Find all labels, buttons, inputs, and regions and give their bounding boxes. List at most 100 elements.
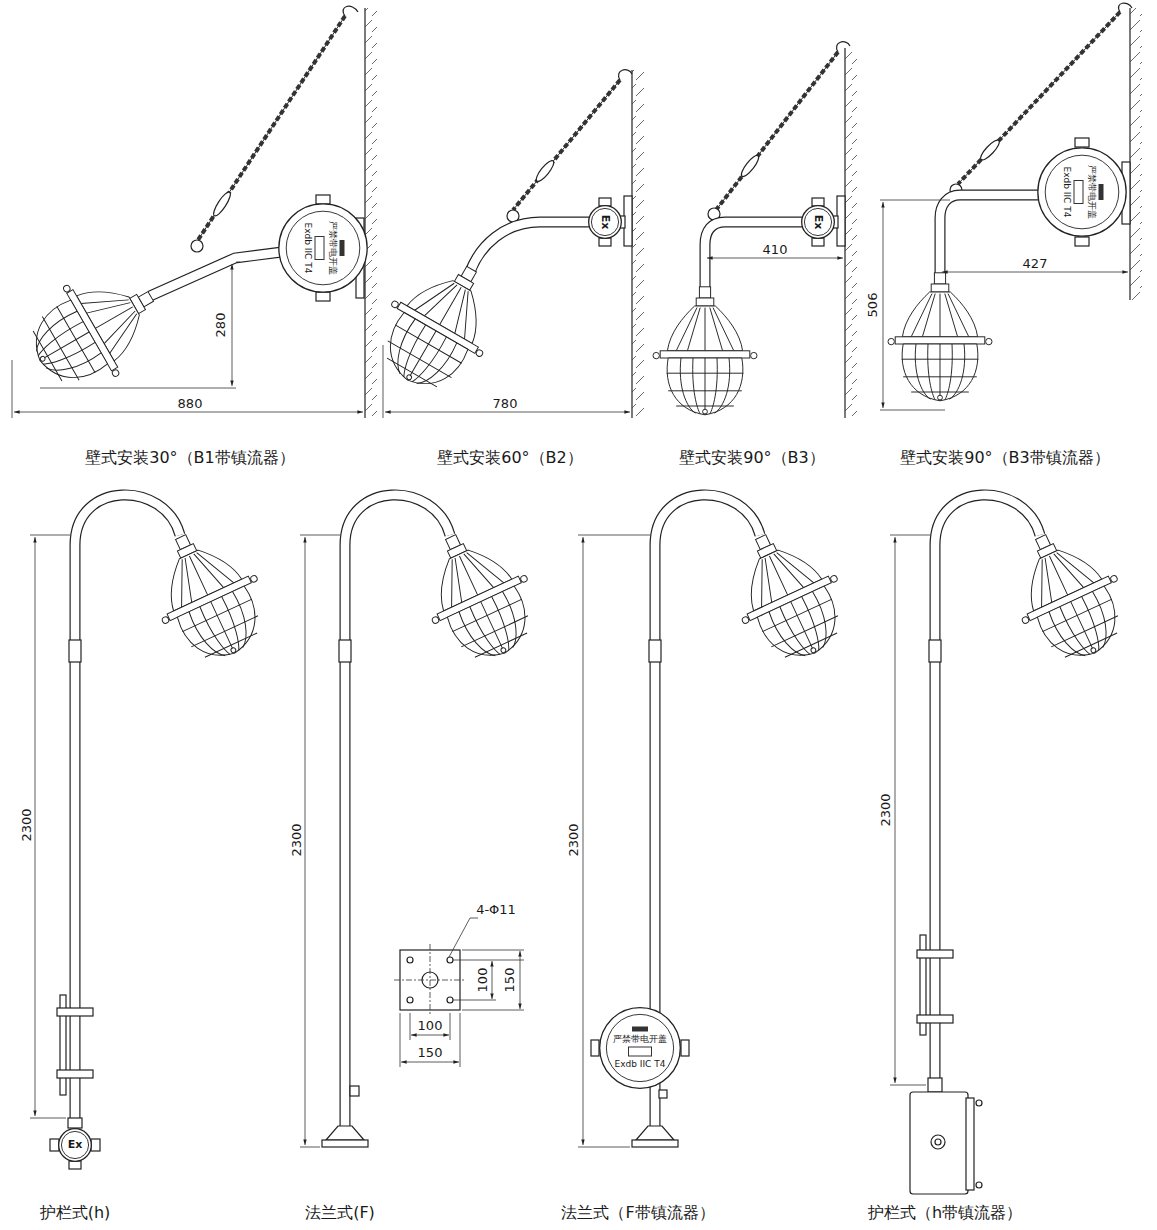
box-content: 严禁带电开盖Exdb IIC T4 <box>1061 165 1104 219</box>
flange-pole-lamp-part <box>345 495 450 1134</box>
flange-pole-lamp-part <box>300 535 340 1147</box>
dimension-label: 880 <box>177 396 204 411</box>
box-marking: Exdb IIC T4 <box>1061 167 1072 218</box>
ex-mark: Ex <box>68 1139 83 1151</box>
dimension-label: 100 <box>417 1018 444 1033</box>
flange-ballast-pole-lamp-part <box>583 537 584 1145</box>
guardrail-ballast-pole-lamp-part <box>917 950 953 958</box>
box-outline-part <box>1045 155 1119 229</box>
b3-ballast-wall-lamp-part <box>883 202 884 408</box>
ex-mark: Ex <box>812 215 824 230</box>
b1-wall-lamp-part <box>150 252 282 296</box>
flange-pole-lamp-part <box>350 1086 359 1096</box>
b3-ballast-wall-lamp-part <box>1075 237 1089 246</box>
b3-ballast-wall-lamp <box>880 3 1142 410</box>
dimension-label: 280 <box>213 312 228 339</box>
b1-wall-lamp-part <box>316 195 330 204</box>
b1-wall-lamp-part <box>316 292 330 301</box>
b2-wall-lamp-part <box>599 238 611 246</box>
flange-pole-lamp-part <box>339 640 351 662</box>
b3-wall-lamp-part <box>705 222 803 290</box>
flange-ballast-pole-lamp-part <box>632 1140 678 1147</box>
guardrail-ballast-pole-lamp-part <box>928 1078 942 1092</box>
b2-wall-lamp-part <box>385 412 630 413</box>
b3-wall-lamp-part <box>739 153 761 178</box>
guardrail-ballast-pole-lamp-part <box>935 495 1040 1080</box>
b3-ballast-wall-lamp-part <box>888 273 992 401</box>
dimension-label: 427 <box>1022 256 1049 271</box>
b2-wall-lamp-part <box>513 80 620 210</box>
flange-pole-lamp-part <box>401 1062 459 1063</box>
dimension-label: 780 <box>492 396 519 411</box>
box-content: Ex <box>812 215 824 230</box>
flange-ballast-pole-lamp-part <box>649 640 661 662</box>
maker-logo <box>632 1027 648 1032</box>
b1-wall-lamp-part <box>12 262 240 418</box>
caption-label: 壁式安装90°（B3） <box>679 448 825 468</box>
guardrail-pole-lamp-part <box>57 1070 93 1078</box>
box-outline-part <box>286 211 360 285</box>
junction-box: 严禁带电开盖Exdb IIC T4 <box>598 1006 682 1090</box>
guardrail-pole-lamp-part <box>35 537 36 1116</box>
flange-pole-lamp-part <box>345 495 450 1134</box>
b2-wall-lamp-part <box>513 80 620 210</box>
box-outline <box>598 1006 682 1090</box>
flange-pole-lamp-part <box>394 944 466 1016</box>
flange-pole-lamp-part <box>305 537 306 1145</box>
junction-box: 严禁带电开盖Exdb IIC T4 <box>1036 146 1128 238</box>
box-marking: Exdb IIC T4 <box>615 1059 666 1070</box>
dimension-label: 150 <box>502 967 517 994</box>
box-outline-part <box>802 206 835 239</box>
caption-label: 护栏式(h) <box>40 1203 111 1223</box>
flange-pole-lamp-part <box>326 1126 364 1140</box>
b1-wall-lamp <box>12 6 377 418</box>
dimension-label: 100 <box>475 967 490 994</box>
guardrail-ballast-pole-lamp-part <box>976 1100 982 1106</box>
guardrail-ballast-pole-lamp-part <box>935 495 1040 1080</box>
box-outline-part <box>279 204 367 292</box>
guardrail-pole-lamp-part <box>75 495 180 1128</box>
guardrail-pole-lamp-part <box>91 1139 100 1151</box>
box-outline-part <box>591 208 618 235</box>
box-outline-part <box>61 1131 88 1158</box>
b3-wall-lamp-part <box>812 238 824 246</box>
dimension-label: 2300 <box>19 807 34 842</box>
flange-pole-lamp-part <box>400 1013 460 1067</box>
b2-wall-lamp-part <box>632 70 644 418</box>
caption-label: 法兰式（F带镇流器） <box>561 1203 714 1223</box>
dimension-label: 150 <box>417 1045 444 1060</box>
b3-ballast-wall-lamp-part <box>1119 3 1132 12</box>
flange-ballast-pole-lamp-part <box>659 1090 667 1098</box>
maker-logo <box>1099 184 1104 200</box>
flange-pole-lamp-part <box>449 918 478 957</box>
dimension-label: 410 <box>762 242 789 257</box>
b3-wall-lamp-part <box>845 48 857 418</box>
b3-wall-lamp-part <box>705 222 803 290</box>
box-content: 严禁带电开盖Exdb IIC T4 <box>302 221 345 275</box>
box-window <box>315 236 325 260</box>
ex-junction-box: Ex <box>58 1128 92 1162</box>
b3-wall-lamp-part <box>707 258 843 259</box>
guardrail-ballast-pole-lamp-part <box>994 515 1142 675</box>
flange-pole-lamp-part <box>411 1035 449 1036</box>
guardrail-pole-lamp-part <box>68 1118 82 1128</box>
flange-ballast-pole-lamp-part <box>636 1126 674 1140</box>
b3-ballast-wall-lamp-part <box>978 138 1002 162</box>
dimension-label: 2300 <box>878 792 893 827</box>
box-outline-part <box>1038 148 1126 236</box>
box-outline <box>277 202 369 294</box>
guardrail-pole-lamp-part <box>75 495 180 1128</box>
box-window <box>1074 180 1084 204</box>
caption-label: 壁式安装90°（B3带镇流器） <box>900 448 1110 468</box>
dimension-label: 4-Φ11 <box>475 902 517 917</box>
ex-junction-box: Ex <box>588 205 622 239</box>
guardrail-ballast-pole-lamp-part <box>929 640 941 662</box>
guardrail-pole-lamp-part <box>50 1139 59 1151</box>
b1-wall-lamp-part <box>14 412 363 413</box>
flange-pole-lamp-part <box>447 957 453 963</box>
b2-wall-lamp-part <box>383 345 384 418</box>
box-outline-part <box>804 208 831 235</box>
guardrail-ballast-pole-lamp <box>890 495 1142 1194</box>
maker-logo <box>340 240 345 256</box>
